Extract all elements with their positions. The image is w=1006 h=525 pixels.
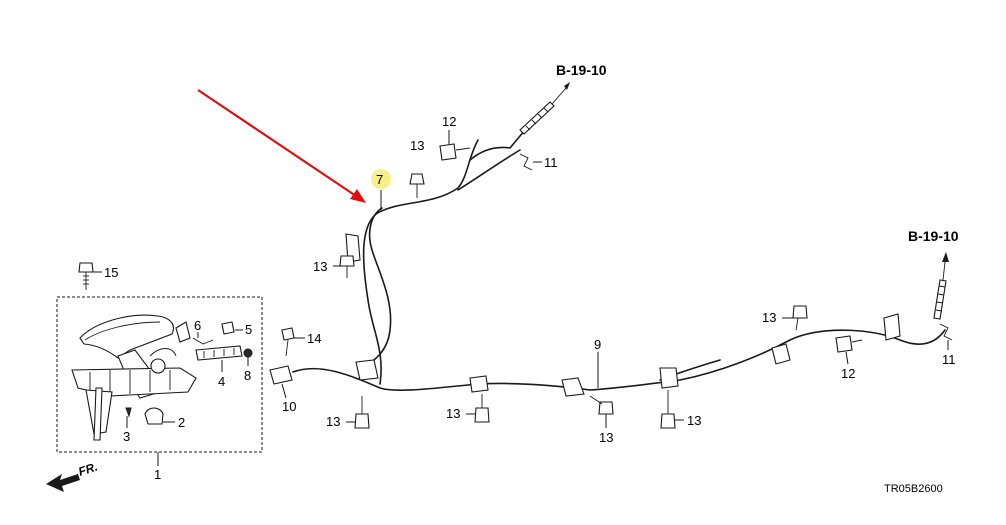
callout-12-b: 12: [841, 366, 855, 381]
cable-9: [589, 329, 946, 391]
part-8-nut: [243, 348, 253, 358]
callout-10: 10: [282, 399, 296, 414]
callout-13-g: 13: [762, 310, 776, 325]
bolt-13-c: [346, 396, 370, 429]
callout-2: 2: [178, 415, 185, 430]
callout-14: 14: [307, 331, 321, 346]
callout-13-c: 13: [326, 414, 340, 429]
bolt-12-a: [439, 130, 471, 161]
bolt-13-a: [409, 173, 425, 198]
cable-clip-a: [345, 233, 361, 263]
parking-brake-lever: [71, 314, 197, 441]
clip-11-a: [519, 153, 542, 171]
bolt-13-e: [589, 395, 614, 428]
callout-7: 7: [376, 172, 383, 187]
callout-8: 8: [244, 368, 251, 383]
callout-9: 9: [594, 337, 601, 352]
callout-5: 5: [245, 322, 252, 337]
drawing-code: TR05B2600: [884, 483, 943, 495]
callout-1: 1: [154, 467, 161, 482]
lever-assembly-box: [56, 296, 263, 453]
direction-label: FR.: [77, 460, 100, 479]
part-3-pin: [125, 407, 132, 418]
bolt-14: [281, 327, 305, 357]
bolt-13-d: [466, 394, 490, 423]
callout-13-b: 13: [313, 259, 327, 274]
front-direction-arrow: FR.: [46, 460, 99, 492]
part-2-clip: [144, 407, 175, 425]
right-cable-end: [933, 252, 949, 320]
cable-clip-b: [355, 359, 379, 381]
callout-7-highlight: [371, 169, 391, 189]
red-pointer-arrow: [197, 89, 366, 203]
bolt-12-b: [835, 335, 863, 365]
callout-4: 4: [218, 374, 225, 389]
cable-clip-f: [771, 343, 791, 365]
upper-cable-end: [519, 82, 570, 135]
cable-7: [292, 111, 591, 391]
callout-3: 3: [123, 429, 130, 444]
clip-11-b: [939, 323, 953, 350]
part-6-spring: [192, 337, 214, 345]
cable-clip-d: [561, 377, 585, 397]
callout-11-b: 11: [942, 352, 956, 367]
ref-upper: B-19-10: [556, 62, 607, 78]
cable-clip-e: [659, 367, 679, 389]
bolt-15: [78, 262, 102, 290]
part-5-clip: [221, 321, 243, 335]
part-4-bracket: [195, 345, 243, 372]
bolt-13-f: [660, 390, 684, 429]
part-10-bracket: [269, 365, 293, 399]
callout-12-a: 12: [442, 114, 456, 129]
cable-clip-c: [469, 375, 489, 393]
callout-15: 15: [104, 265, 118, 280]
bolt-13-b: [333, 255, 355, 278]
ref-right: B-19-10: [908, 228, 959, 244]
callout-11-a: 11: [544, 155, 558, 170]
callout-13-a: 13: [410, 138, 424, 153]
cable-bracket-right: [883, 313, 901, 341]
callout-13-d: 13: [446, 406, 460, 421]
callout-13-e: 13: [599, 430, 613, 445]
callout-6: 6: [194, 318, 201, 333]
callout-13-f: 13: [687, 413, 701, 428]
bolt-13-g: [782, 305, 808, 331]
